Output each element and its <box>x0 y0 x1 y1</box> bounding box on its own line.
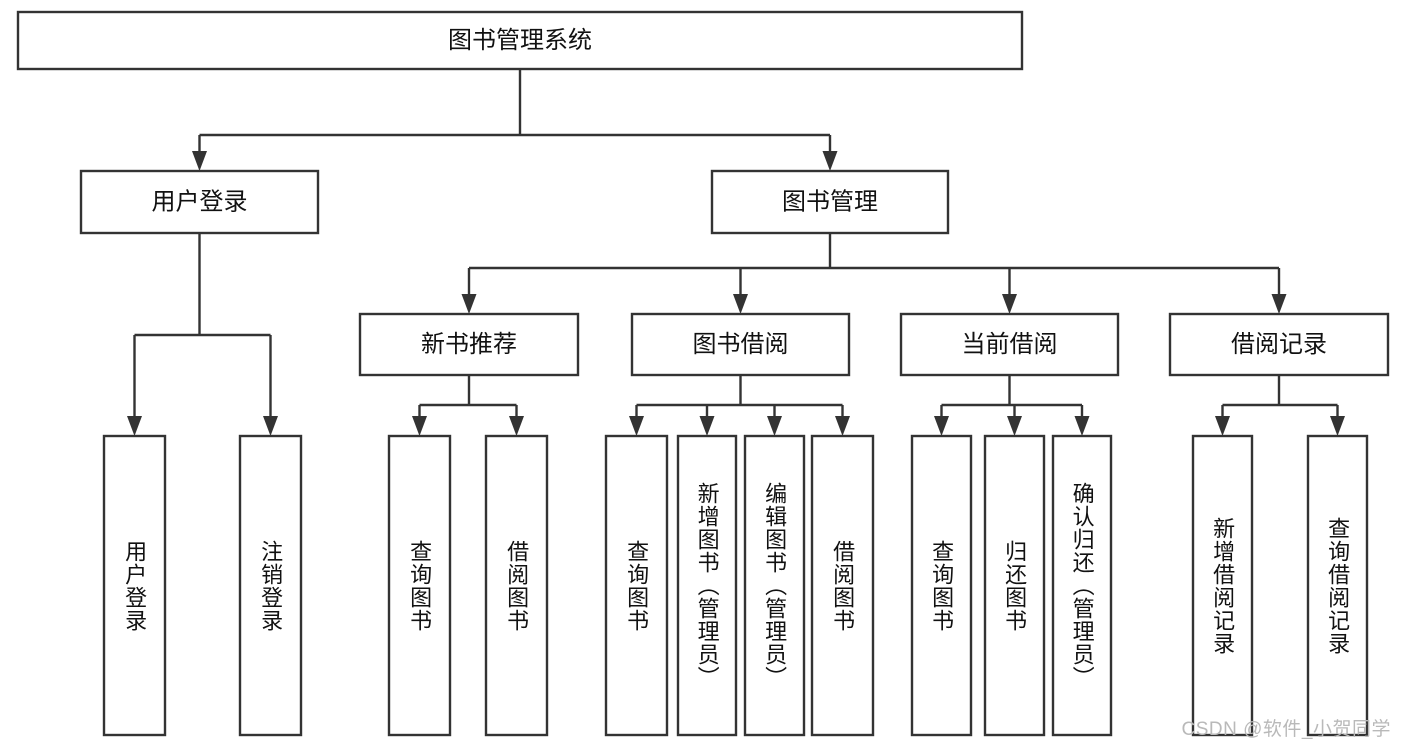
leaf-leaf-borrow-book-recommend[interactable] <box>484 434 549 737</box>
boxes-layer <box>16 10 1390 737</box>
connectors-layer <box>127 69 1345 436</box>
leaf-leaf-user-logout[interactable] <box>238 434 303 737</box>
node-book-borrow-label: 图书借阅 <box>693 331 789 358</box>
node-root[interactable] <box>16 10 1024 71</box>
leaf-leaf-borrow-book[interactable] <box>810 434 875 737</box>
bookmgmt-arrow-2 <box>1002 294 1017 314</box>
leaf-leaf-query-book-current[interactable] <box>910 434 973 737</box>
node-user-login[interactable] <box>79 169 320 235</box>
leafgrp-current-borrow-arrow-0 <box>934 416 949 436</box>
node-borrow-record-label: 借阅记录 <box>1231 331 1327 358</box>
leaf-leaf-add-book-admin[interactable] <box>676 434 738 737</box>
node-user-login-label: 用户登录 <box>152 188 248 215</box>
node-current-borrow[interactable] <box>899 312 1120 377</box>
leaf-leaf-confirm-return-admin[interactable] <box>1051 434 1113 737</box>
node-borrow-record[interactable] <box>1168 312 1390 377</box>
leafgrp-book-borrow-arrow-2 <box>767 416 782 436</box>
leafgrp-book-borrow-arrow-1 <box>699 416 715 436</box>
node-new-book-recommend[interactable] <box>358 312 580 377</box>
bookmgmt-arrow-1 <box>733 294 748 314</box>
leafgrp-book-borrow-arrow-0 <box>629 416 644 436</box>
leafgrp-book-borrow-arrow-3 <box>835 416 850 436</box>
leafgrp-new-book-recommend-arrow-1 <box>509 416 524 436</box>
leaf-leaf-return-book[interactable] <box>983 434 1046 737</box>
leaf-leaf-query-book-borrow[interactable] <box>604 434 669 737</box>
node-book-management[interactable] <box>710 169 950 235</box>
leafgrp-user-login-arrow-1 <box>263 416 278 436</box>
leaf-leaf-user-login[interactable] <box>102 434 167 737</box>
leaf-leaf-query-borrow-record[interactable] <box>1306 434 1369 737</box>
leafgrp-user-login-arrow-0 <box>127 416 142 436</box>
root-arrow-1 <box>822 151 838 171</box>
root-arrow-0 <box>192 151 207 171</box>
bookmgmt-arrow-3 <box>1271 294 1287 314</box>
leafgrp-borrow-record-arrow-0 <box>1215 416 1230 436</box>
node-new-book-recommend-label: 新书推荐 <box>421 331 517 358</box>
leafgrp-current-borrow-arrow-2 <box>1074 416 1090 436</box>
bookmgmt-arrow-0 <box>461 294 477 314</box>
node-book-borrow[interactable] <box>630 312 851 377</box>
node-book-management-label: 图书管理 <box>782 188 878 215</box>
leafgrp-borrow-record-arrow-1 <box>1330 416 1345 436</box>
leaf-leaf-edit-book-admin[interactable] <box>743 434 806 737</box>
leafgrp-current-borrow-arrow-1 <box>1007 416 1022 436</box>
leaf-leaf-query-book-recommend[interactable] <box>387 434 452 737</box>
node-root-label: 图书管理系统 <box>448 27 592 54</box>
node-current-borrow-label: 当前借阅 <box>962 331 1058 358</box>
watermark-text: CSDN @软件_小贺同学 <box>1181 719 1391 740</box>
leaf-leaf-add-borrow-record[interactable] <box>1191 434 1254 737</box>
leafgrp-new-book-recommend-arrow-0 <box>412 416 427 436</box>
